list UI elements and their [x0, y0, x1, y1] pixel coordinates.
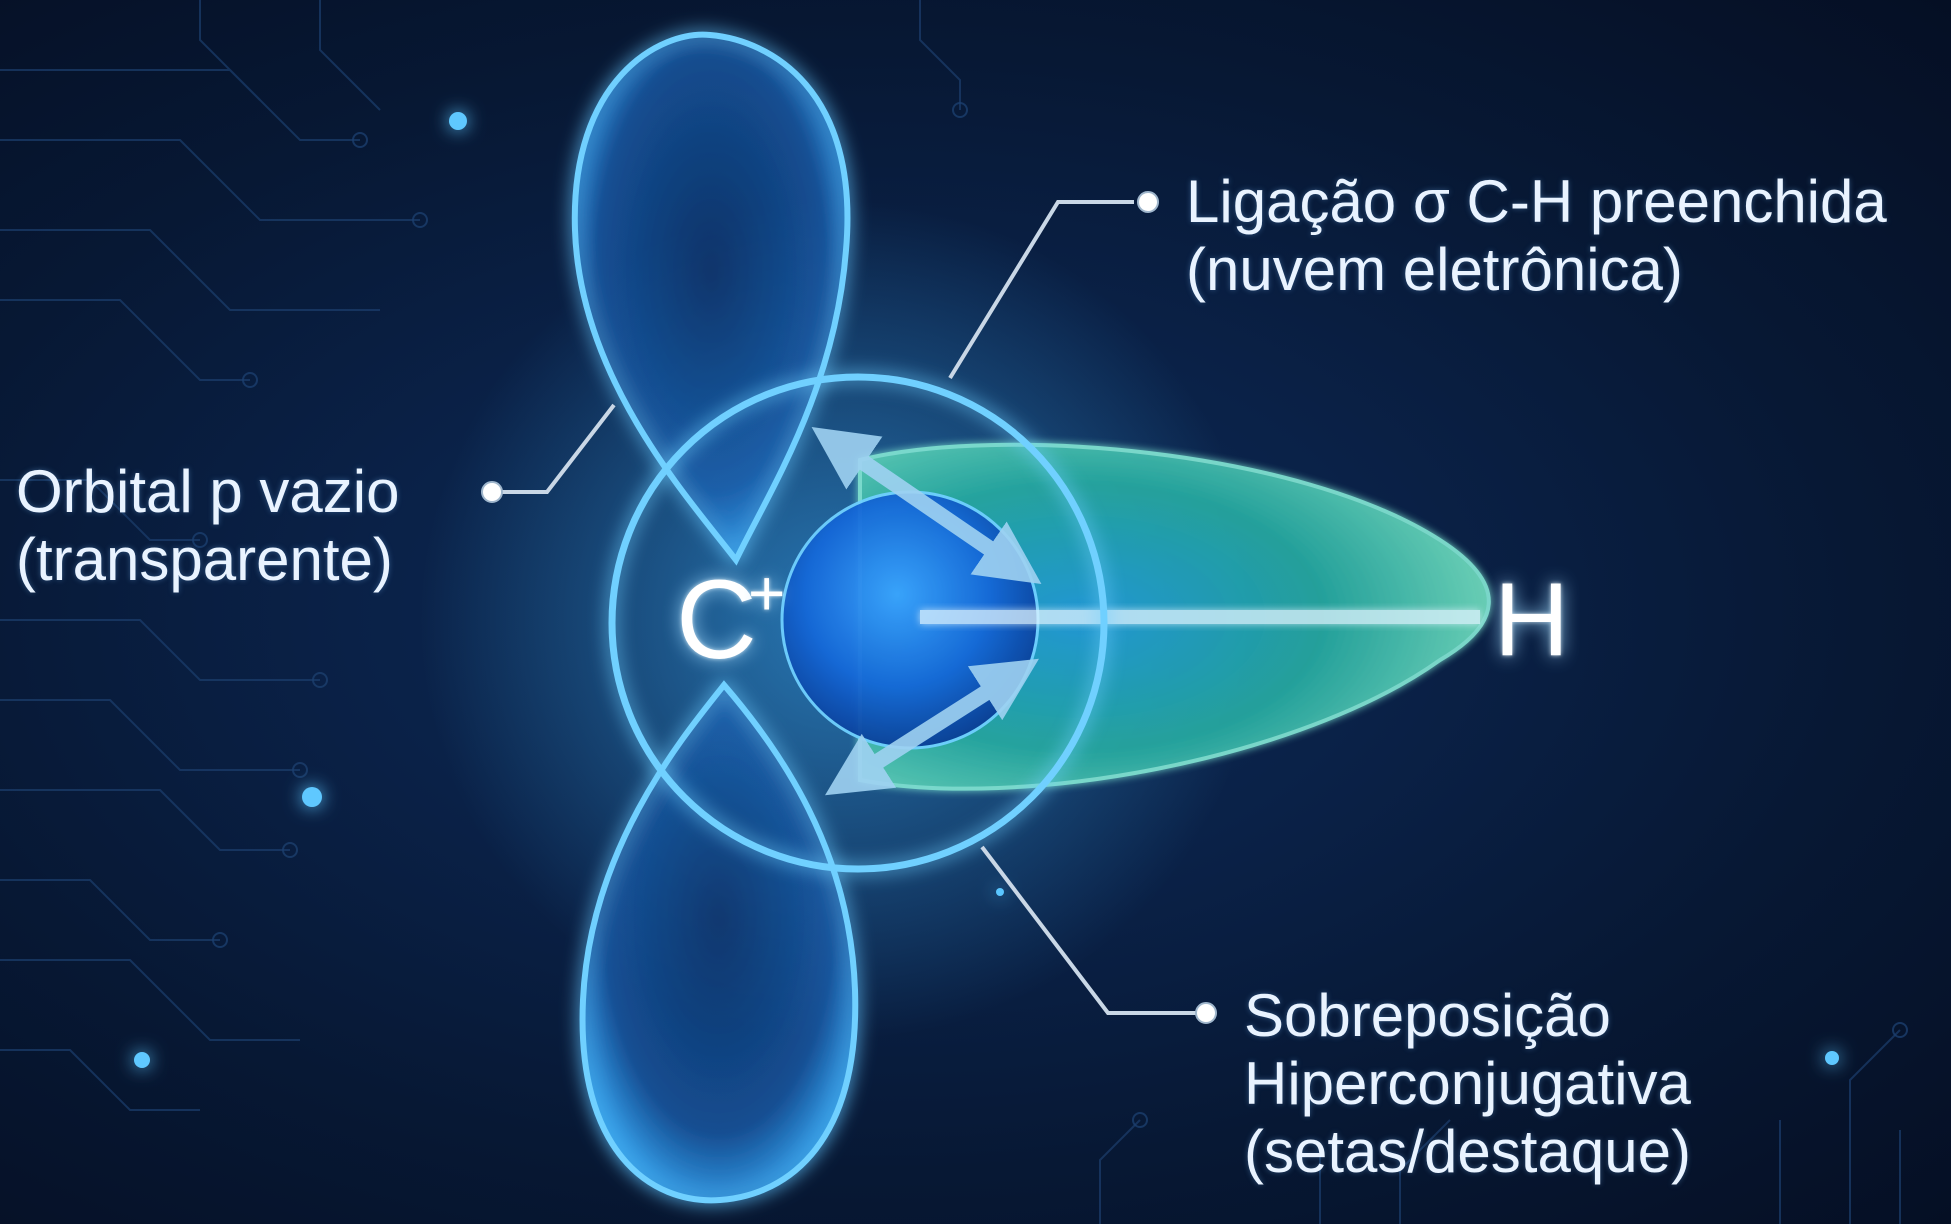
overlap-callout: Sobreposição Hiperconjugativa (setas/des… — [1244, 982, 1691, 1186]
p-orbital-callout-line1: Orbital p vazio — [16, 458, 400, 526]
overlap-callout-line2: Hiperconjugativa — [1244, 1050, 1691, 1118]
leader-dot-sigma-bond — [1138, 192, 1158, 212]
leader-dot-p-orbital — [482, 482, 502, 502]
hydrogen-atom-label: H — [1494, 564, 1569, 676]
c-h-bond-line — [920, 610, 1480, 624]
sigma-bond-callout: Ligação σ C-H preenchida (nuvem eletrôni… — [1186, 168, 1887, 304]
p-orbital-callout: Orbital p vazio (transparente) — [16, 458, 400, 594]
sigma-bond-callout-line2: (nuvem eletrônica) — [1186, 236, 1887, 304]
overlap-callout-line1: Sobreposição — [1244, 982, 1691, 1050]
overlap-callout-line3: (setas/destaque) — [1244, 1118, 1691, 1186]
sigma-bond-callout-line1: Ligação σ C-H preenchida — [1186, 168, 1887, 236]
carbon-atom-label: C — [676, 560, 757, 680]
p-orbital-callout-line2: (transparente) — [16, 526, 400, 594]
carbon-charge-label: + — [748, 558, 785, 628]
leader-dot-overlap — [1196, 1003, 1216, 1023]
